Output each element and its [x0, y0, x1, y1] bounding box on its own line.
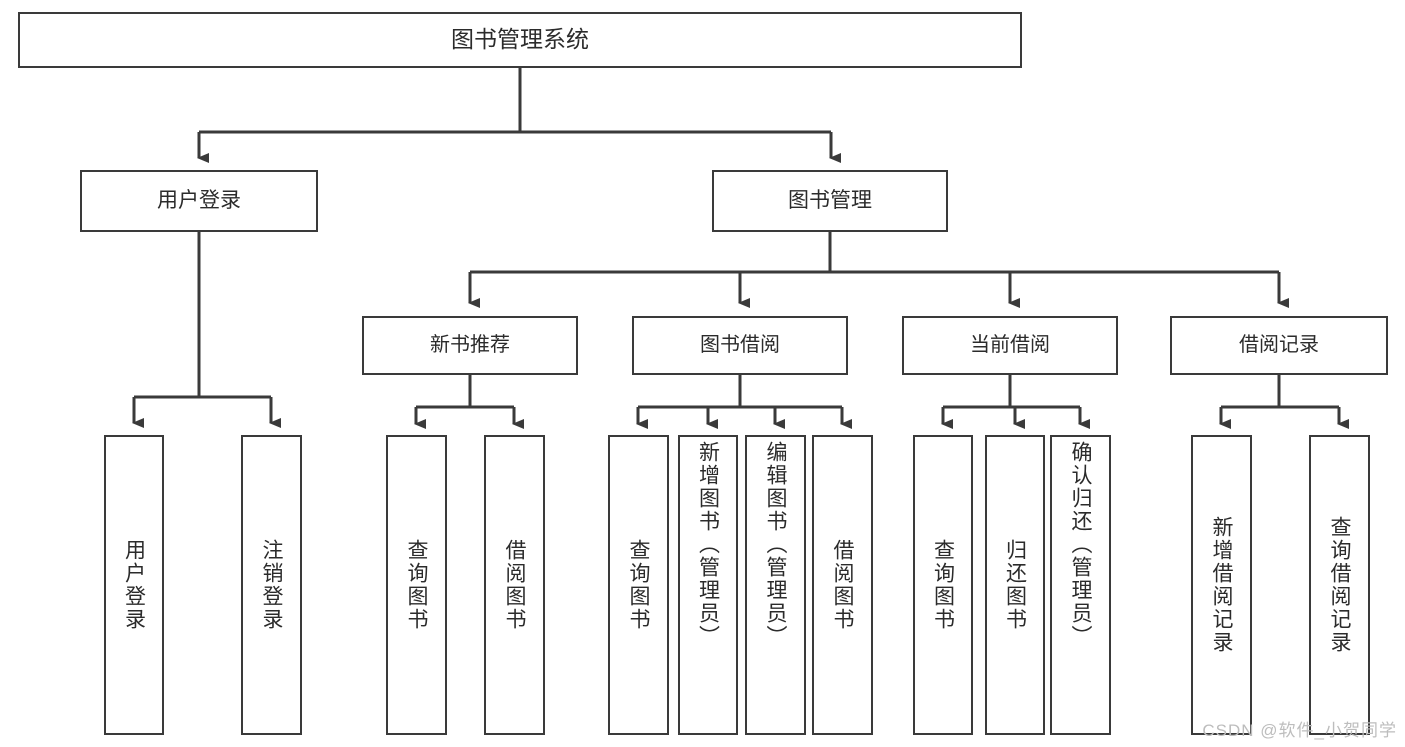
node-book-borrow[interactable]: 图书借阅	[632, 316, 848, 375]
leaf-confirm-return-admin[interactable]: 确认归还（管理员）	[1050, 435, 1111, 735]
node-root[interactable]: 图书管理系统	[18, 12, 1022, 68]
csdn-watermark: CSDN @软件_小贺同学	[1202, 721, 1397, 740]
leaf-borrow-book[interactable]: 借阅图书	[812, 435, 873, 735]
leaf-user-login[interactable]: 用户登录	[104, 435, 164, 735]
node-current-borrow[interactable]: 当前借阅	[902, 316, 1118, 375]
leaf-query-book-recommend[interactable]: 查询图书	[386, 435, 447, 735]
leaf-add-borrow-record[interactable]: 新增借阅记录	[1191, 435, 1252, 735]
leaf-borrow-book-recommend[interactable]: 借阅图书	[484, 435, 545, 735]
leaf-edit-book-admin[interactable]: 编辑图书（管理员）	[745, 435, 806, 735]
node-user-login[interactable]: 用户登录	[80, 170, 318, 232]
node-new-book-recommend[interactable]: 新书推荐	[362, 316, 578, 375]
node-borrow-record[interactable]: 借阅记录	[1170, 316, 1388, 375]
leaf-add-book-admin[interactable]: 新增图书（管理员）	[678, 435, 738, 735]
leaf-query-borrow-record[interactable]: 查询借阅记录	[1309, 435, 1370, 735]
leaf-logout[interactable]: 注销登录	[241, 435, 302, 735]
leaf-query-book-borrow[interactable]: 查询图书	[608, 435, 669, 735]
node-book-management[interactable]: 图书管理	[712, 170, 948, 232]
leaf-return-book[interactable]: 归还图书	[985, 435, 1045, 735]
leaf-query-book-current[interactable]: 查询图书	[913, 435, 973, 735]
